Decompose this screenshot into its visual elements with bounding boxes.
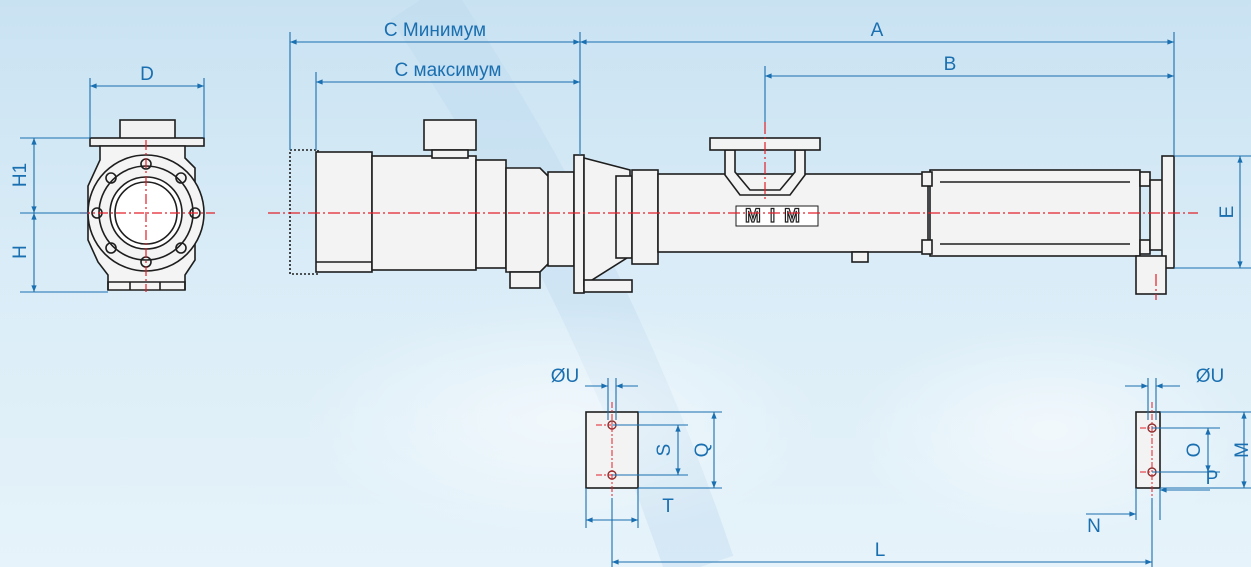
background-decoration [300, 0, 1250, 567]
label-m: M [1232, 442, 1251, 458]
label-p: P [1206, 468, 1219, 489]
label-q: Q [692, 443, 713, 458]
brand-logo-text: MIM [745, 206, 809, 227]
label-u-right: ØU [1196, 366, 1225, 387]
label-a: A [871, 20, 884, 41]
label-c-max: С максимум [395, 60, 502, 81]
label-o: O [1184, 443, 1205, 458]
side-view-centerlines [268, 122, 1198, 300]
label-h: H [10, 245, 31, 259]
label-e: E [1217, 206, 1238, 219]
side-view [289, 119, 1175, 295]
label-n: N [1087, 516, 1101, 537]
label-d: D [140, 64, 154, 85]
foot-detail-right [1086, 378, 1251, 567]
foot-detail-left [585, 378, 722, 567]
label-u-left: ØU [551, 366, 580, 387]
label-c-min: С Минимум [384, 20, 486, 41]
label-t: T [662, 496, 674, 517]
label-l: L [875, 540, 886, 561]
label-h1: H1 [10, 163, 31, 187]
dimension-labels: С Минимум С максимум A B D H1 H E ØU ØU … [10, 20, 1251, 561]
label-s: S [654, 444, 675, 457]
label-b: B [944, 54, 957, 75]
dimension-lines [20, 32, 1251, 293]
front-view-centerlines [80, 140, 215, 292]
brand-logo: MIM [735, 205, 819, 228]
